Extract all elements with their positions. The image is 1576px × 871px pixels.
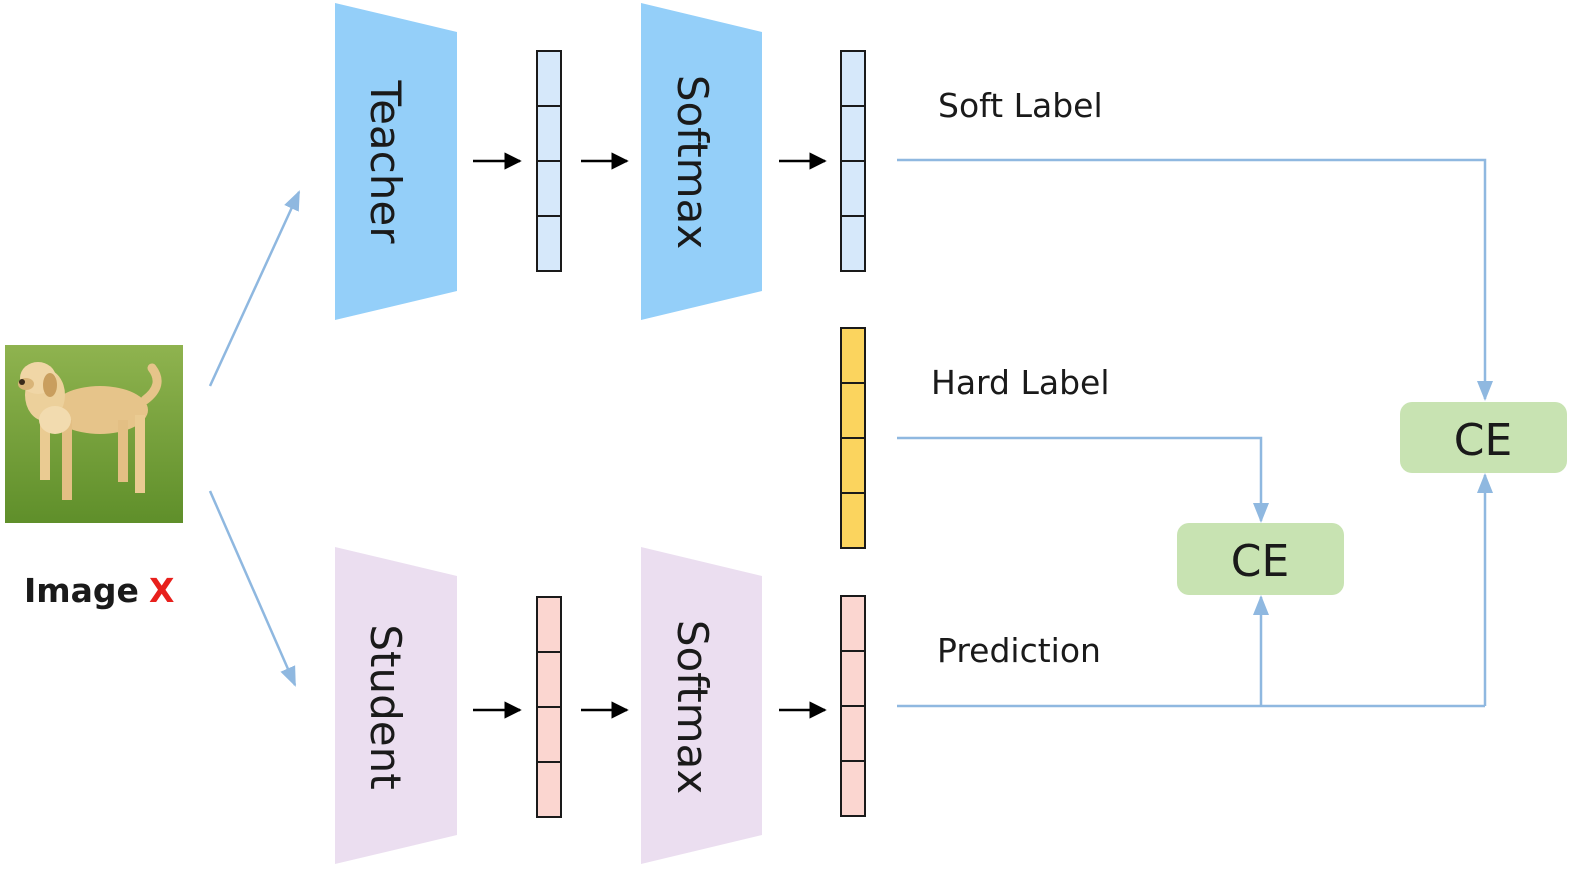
soft-label-text: Soft Label xyxy=(938,86,1103,125)
image-caption-var: X xyxy=(149,571,174,610)
ce-box-right xyxy=(1400,402,1567,473)
student-softmax-label: Softmax xyxy=(668,620,717,794)
student-network xyxy=(335,547,457,864)
image-caption: Image X xyxy=(24,571,174,610)
hard-label-vector xyxy=(840,327,866,549)
student-logits-vector xyxy=(536,596,562,818)
teacher-logits-vector xyxy=(536,50,562,272)
hard-label-text: Hard Label xyxy=(931,363,1110,402)
teacher-network xyxy=(335,3,457,320)
ce-box-left xyxy=(1177,523,1344,595)
image-caption-prefix: Image xyxy=(24,571,139,610)
teacher-softmax xyxy=(641,3,762,320)
teacher-softmax-label: Softmax xyxy=(668,75,717,249)
soft-label-connector xyxy=(897,158,1493,401)
prediction-vector xyxy=(840,595,866,817)
ce-left-label: CE xyxy=(1231,536,1290,587)
student-softmax xyxy=(641,547,762,864)
student-label: Student xyxy=(361,624,410,789)
teacher-label: Teacher xyxy=(361,80,410,245)
ce-right-label: CE xyxy=(1454,415,1513,466)
dog-photo-icon xyxy=(5,345,183,523)
prediction-text: Prediction xyxy=(937,631,1101,670)
input-to-teacher-arrow xyxy=(208,190,301,387)
input-to-student-arrow xyxy=(208,490,297,687)
soft-label-vector xyxy=(840,50,866,272)
hard-label-connector xyxy=(897,436,1269,523)
